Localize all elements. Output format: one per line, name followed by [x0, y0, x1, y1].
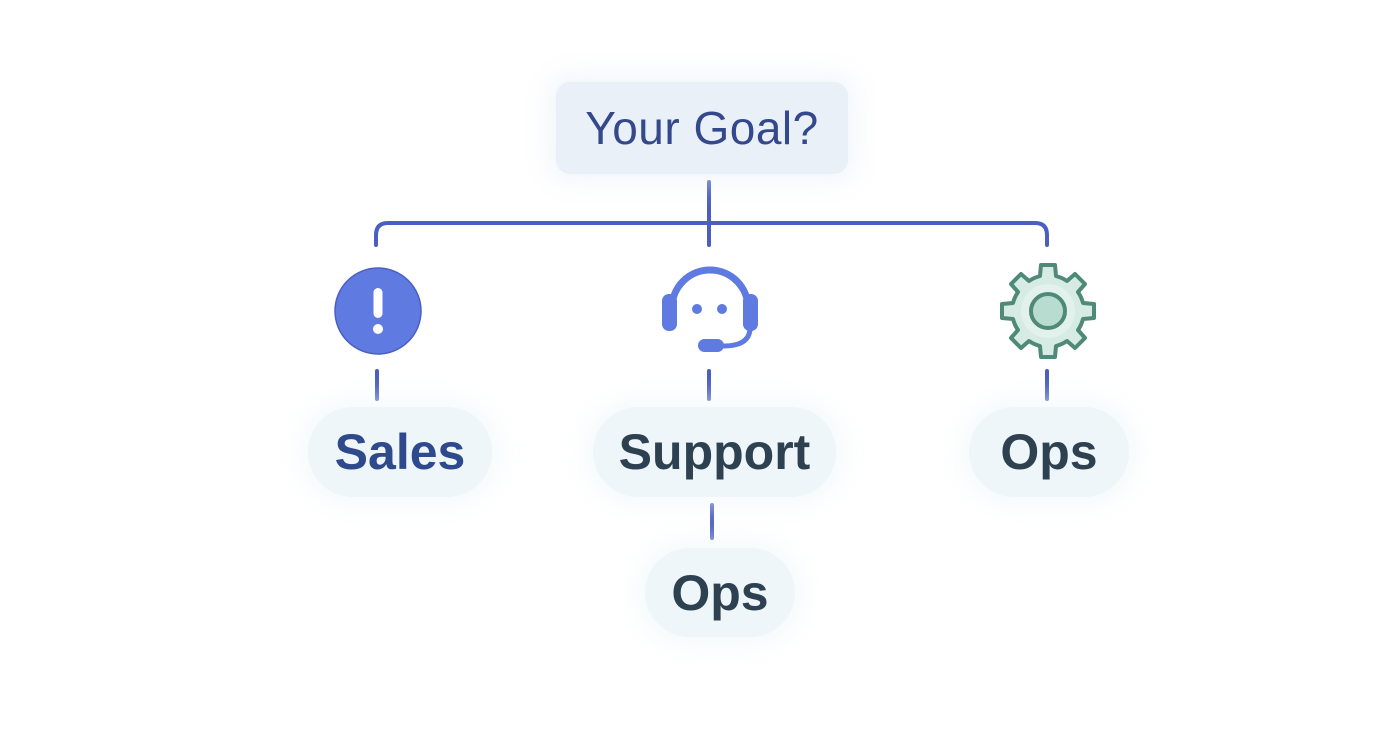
branch-node-ops[interactable]: Ops — [969, 407, 1129, 497]
branch-node-support[interactable]: Support — [593, 407, 836, 497]
gear-icon — [1000, 263, 1096, 359]
branch-node-sales[interactable]: Sales — [308, 407, 492, 497]
headset-icon — [662, 266, 758, 352]
branch-node-label: Sales — [334, 424, 466, 480]
branch-node-label: Support — [618, 424, 811, 480]
child-node-support-ops[interactable]: Ops — [645, 548, 795, 637]
branch-bus-line — [374, 221, 1049, 247]
exclamation-circle-icon — [334, 267, 422, 355]
root-node-label: Your Goal? — [585, 102, 819, 154]
root-node-your-goal[interactable]: Your Goal? — [556, 82, 848, 174]
child-node-label: Ops — [671, 564, 769, 621]
branch-node-label: Ops — [1000, 424, 1098, 480]
